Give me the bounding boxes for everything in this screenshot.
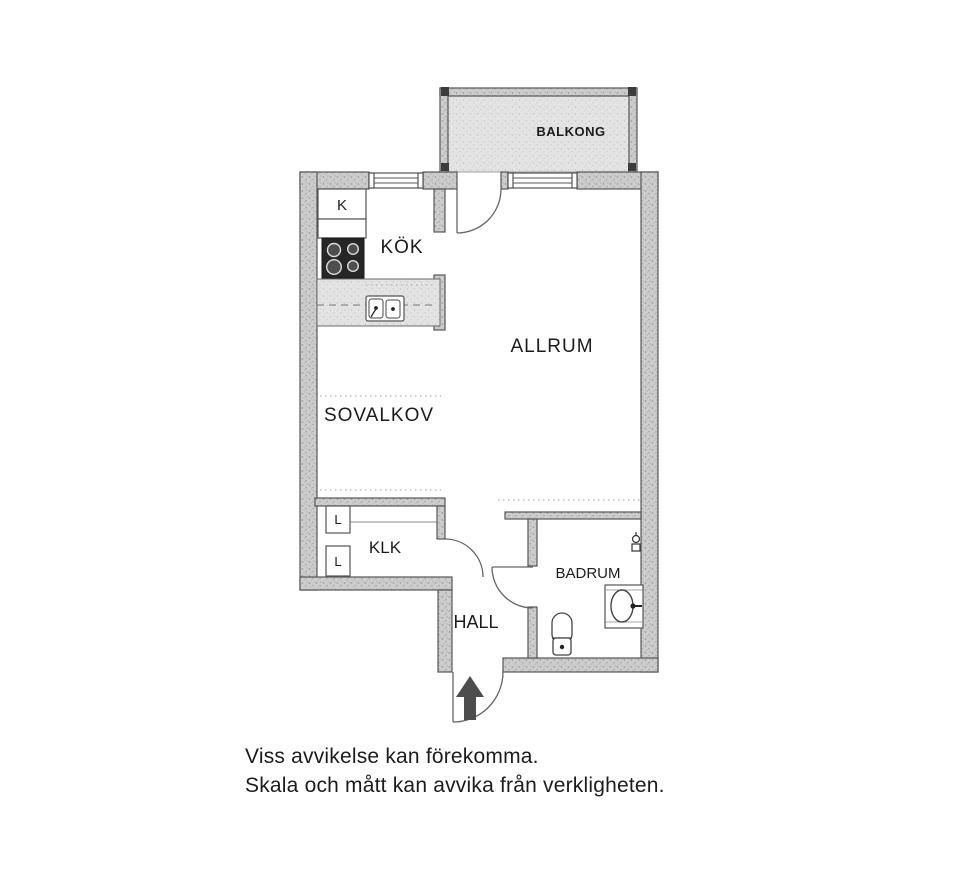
balcony	[439, 87, 638, 173]
balcony-rail-right	[628, 87, 638, 173]
wall-bathroom-top	[504, 511, 642, 520]
wall-top-3	[500, 171, 509, 190]
disclaimer-line-2: Skala och mått kan avvika från verklighe…	[245, 774, 665, 797]
hall-label: HALL	[453, 612, 498, 632]
balcony-floor	[447, 95, 630, 173]
alcove-label: SOVALKOV	[324, 405, 434, 426]
stove-icon	[321, 237, 365, 279]
linen-cabinet-2	[325, 545, 351, 577]
linen2-label: L	[334, 554, 341, 569]
livingroom-window	[507, 172, 578, 189]
wall-kitchen-stub-upper	[433, 188, 446, 233]
balcony-post-bottom-left	[441, 163, 449, 171]
wall-closet-top	[314, 497, 446, 507]
dotted-lines	[320, 395, 641, 501]
exterior-walls	[299, 171, 659, 673]
wall-bathroom-west-upper	[527, 518, 538, 567]
fridge-label: K	[337, 197, 347, 214]
washbasin-icon	[604, 584, 644, 629]
balcony-label: BALKONG	[536, 124, 605, 139]
balcony-post-top-left	[441, 87, 449, 96]
sink-icon	[365, 295, 405, 322]
wall-bathroom-west-lower	[527, 606, 538, 659]
valve-icon	[631, 532, 641, 552]
entrance-arrow-icon	[456, 676, 484, 720]
disclaimer-line-1: Viss avvikelse kan förekomma.	[245, 745, 539, 768]
kitchen-worktop-segment	[317, 218, 367, 239]
wall-bottom	[502, 657, 659, 673]
wall-top-2	[422, 171, 458, 190]
fridge-cabinet	[317, 188, 367, 220]
wall-closet-bottom	[299, 576, 453, 591]
bathroom-label: BADRUM	[555, 565, 620, 582]
windows	[368, 172, 578, 189]
balcony-post-bottom-right	[628, 163, 636, 171]
room-labels: BALKONG K KÖK ALLRUM SOVALKOV L L KLK HA…	[324, 124, 621, 632]
kitchen-label: KÖK	[380, 237, 423, 258]
wall-closet-east	[436, 505, 446, 540]
bathroom-fixtures	[551, 532, 644, 656]
closet-label: KLK	[369, 538, 402, 557]
wall-left	[299, 171, 318, 591]
closet-door	[444, 538, 484, 578]
doors	[444, 188, 534, 723]
balcony-rail-top	[439, 87, 638, 97]
linen1-label: L	[334, 512, 341, 527]
bathroom-door	[491, 566, 534, 609]
toilet-icon	[551, 612, 573, 656]
balcony-door	[456, 188, 502, 234]
livingroom-label: ALLRUM	[510, 336, 593, 357]
kitchen-window	[368, 172, 424, 189]
balcony-rail-left	[439, 87, 449, 173]
closet-fixtures	[325, 505, 437, 577]
wall-hall-west	[437, 589, 453, 673]
linen-cabinet-1	[325, 505, 351, 534]
entrance-door	[452, 671, 504, 723]
balcony-post-top-right	[628, 87, 636, 96]
disclaimer-block: Viss avvikelse kan förekomma. Skala och …	[245, 745, 665, 797]
kitchen-fixtures	[316, 188, 441, 327]
